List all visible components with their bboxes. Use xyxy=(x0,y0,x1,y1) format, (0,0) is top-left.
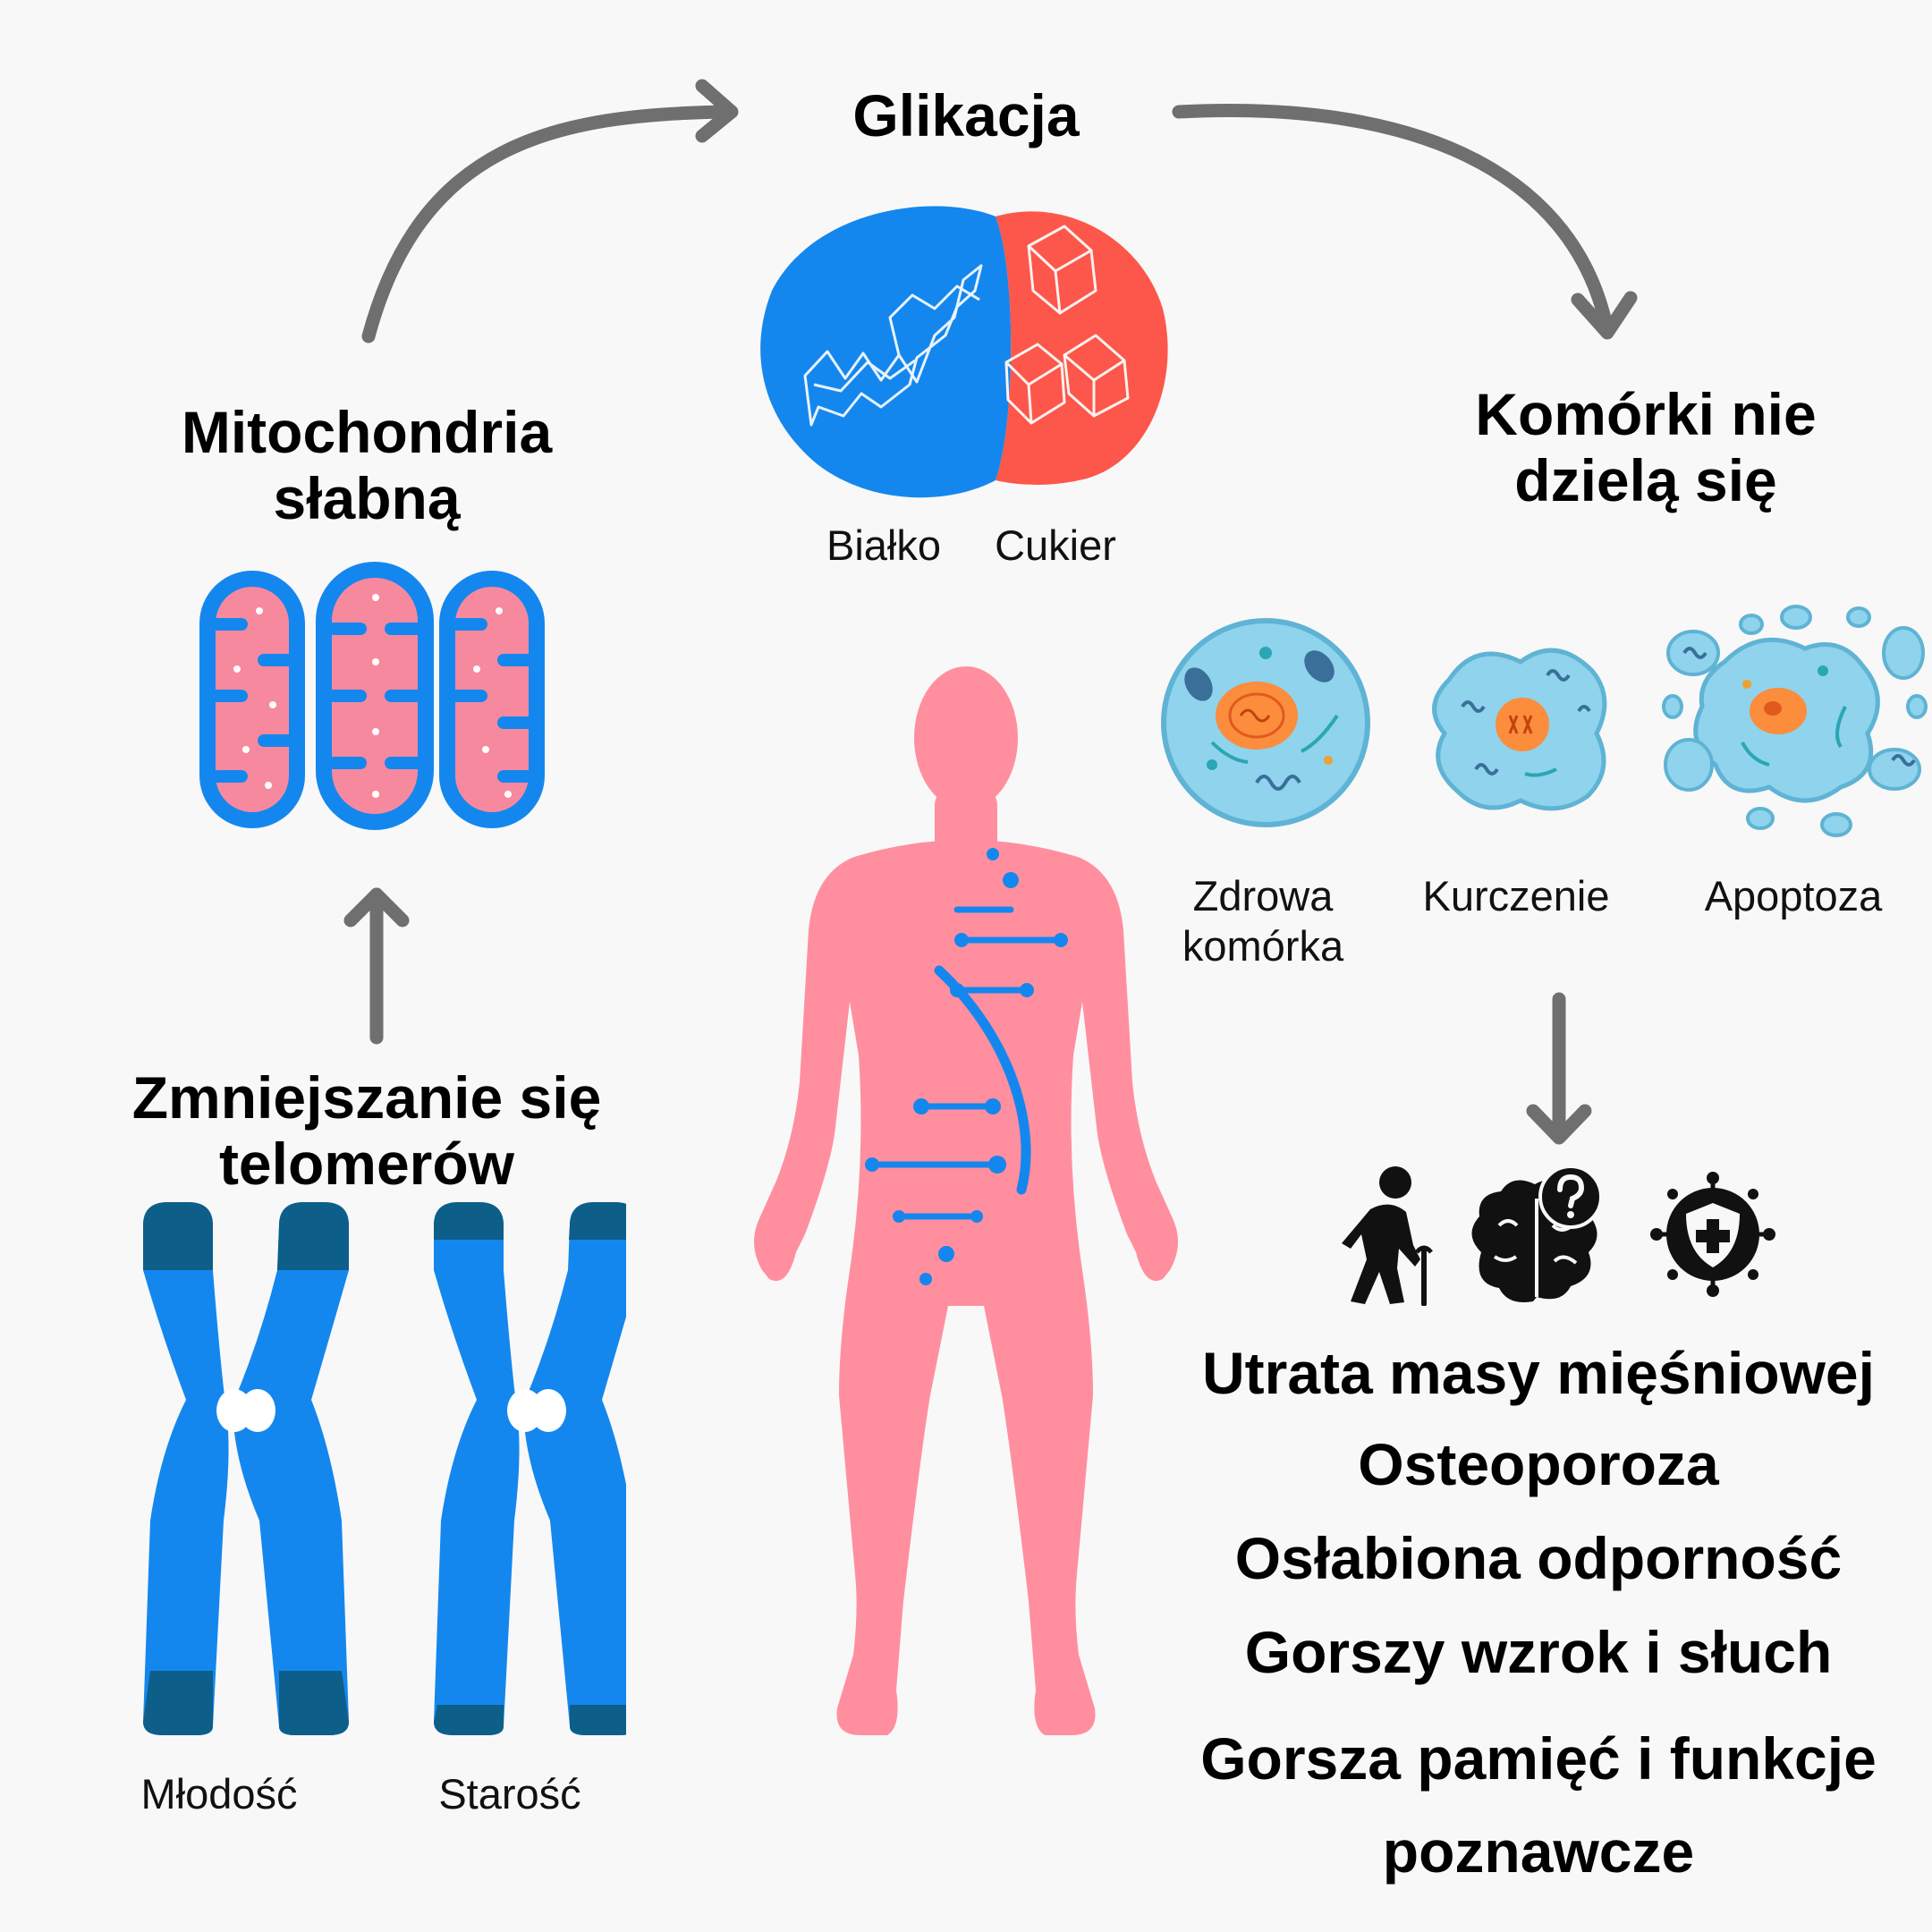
protein-label: Białko xyxy=(826,521,941,569)
sugar-half xyxy=(996,211,1168,485)
effect-weakened-immunity: Osłabiona odporność xyxy=(1234,1525,1843,1591)
arrow-mito-to-glycation xyxy=(361,79,739,343)
glycation-illustration xyxy=(760,206,1168,498)
effect-osteoporosis: Osteoporoza xyxy=(1358,1431,1719,1497)
arrow-telomeres-to-mito xyxy=(343,887,410,1045)
young-chromosome xyxy=(143,1202,349,1735)
human-body-illustration xyxy=(753,666,1179,1735)
brain-question-icon xyxy=(1471,1165,1603,1302)
old-age-label: Starość xyxy=(438,1770,581,1818)
telomeres-title: Zmniejszanie się telomerów xyxy=(131,1064,602,1197)
cell-stage-shrinking: Kurczenie xyxy=(1422,872,1610,919)
protein-helix-icon xyxy=(803,264,983,427)
elderly-person-icon xyxy=(1342,1166,1433,1306)
effect-muscle-loss: Utrata masy mięśniowej xyxy=(1202,1340,1875,1406)
glycation-title: Glikacja xyxy=(852,82,1080,148)
mitochondria-illustration xyxy=(199,562,545,830)
cells-title: Komórki nie dzielą się xyxy=(1475,381,1817,513)
protein-half xyxy=(760,206,1012,498)
sugar-cubes-icon xyxy=(1004,225,1130,425)
virus-shield-icon xyxy=(1650,1172,1775,1297)
mitochondria-title: Mitochondria słabną xyxy=(181,399,553,531)
sugar-label: Cukier xyxy=(995,521,1116,569)
cell-stage-healthy: Zdrowa komórka xyxy=(1182,872,1344,970)
cell-stage-apoptosis: Apoptoza xyxy=(1704,872,1883,919)
arrow-glycation-to-cells xyxy=(1172,104,1638,340)
body-silhouette xyxy=(753,666,1179,1735)
mitochondrion xyxy=(316,562,434,830)
arrow-cells-to-effects xyxy=(1526,992,1592,1145)
old-chromosome xyxy=(434,1202,626,1735)
healthy-cell-icon xyxy=(1161,618,1370,827)
mitochondrion xyxy=(439,571,545,828)
effect-worse-sight-hearing: Gorszy wzrok i słuch xyxy=(1244,1619,1833,1685)
chromosomes-illustration xyxy=(143,1202,626,1735)
shrinking-cell-icon xyxy=(1432,648,1607,811)
effect-worse-memory: Gorsza pamięć i funkcje poznawcze xyxy=(1200,1725,1877,1885)
dna-helix-icon xyxy=(865,848,1068,1285)
youth-label: Młodość xyxy=(140,1770,298,1818)
apoptosis-cell-icon xyxy=(1662,605,1928,837)
mitochondrion xyxy=(199,571,305,828)
